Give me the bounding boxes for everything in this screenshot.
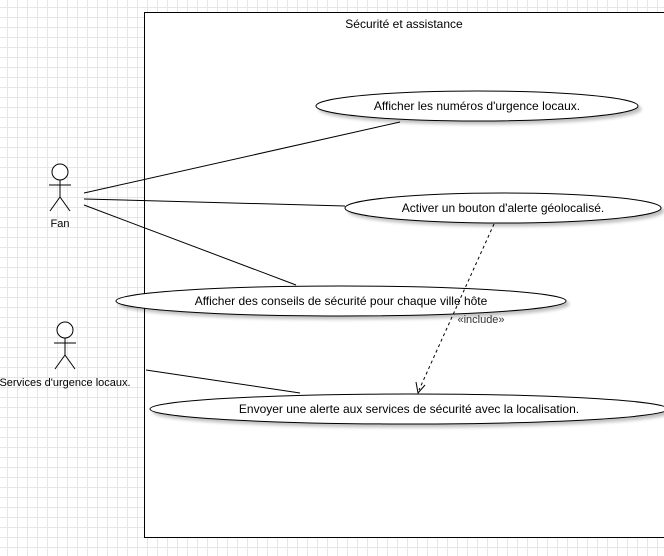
actor-fan-label: Fan — [51, 218, 70, 230]
use-case-conseils[interactable]: Afficher des conseils de sécurité pour c… — [115, 285, 567, 317]
include-arrowhead — [415, 381, 426, 395]
use-case-alerte[interactable]: Envoyer une alerte aux services de sécur… — [149, 393, 664, 425]
association-fan-numeros[interactable] — [83, 121, 401, 194]
association-fan-conseils[interactable] — [83, 204, 297, 286]
use-case-numeros-label: Afficher les numéros d'urgence locaux. — [374, 99, 580, 113]
association-services-alerte[interactable] — [145, 369, 301, 394]
actor-services-label: Services d'urgence locaux. — [0, 377, 131, 389]
actor-fan-head — [51, 163, 69, 181]
system-boundary[interactable]: Sécurité et assistance — [144, 12, 664, 538]
association-fan-bouton[interactable] — [83, 198, 346, 207]
use-case-conseils-label: Afficher des conseils de sécurité pour c… — [195, 294, 488, 308]
system-title: Sécurité et assistance — [345, 17, 463, 31]
actor-services[interactable] — [54, 321, 76, 370]
use-case-numeros[interactable]: Afficher les numéros d'urgence locaux. — [315, 90, 639, 122]
use-case-bouton[interactable]: Activer un bouton d'alerte géolocalisé. — [344, 192, 662, 224]
associations — [83, 121, 401, 394]
include-relation[interactable]: «include» — [415, 223, 505, 395]
include-label: «include» — [457, 314, 504, 326]
use-case-bouton-label: Activer un bouton d'alerte géolocalisé. — [402, 201, 604, 215]
actor-fan[interactable] — [49, 163, 71, 212]
use-case-alerte-label: Envoyer une alerte aux services de sécur… — [239, 402, 579, 416]
actor-services-head — [56, 321, 74, 339]
